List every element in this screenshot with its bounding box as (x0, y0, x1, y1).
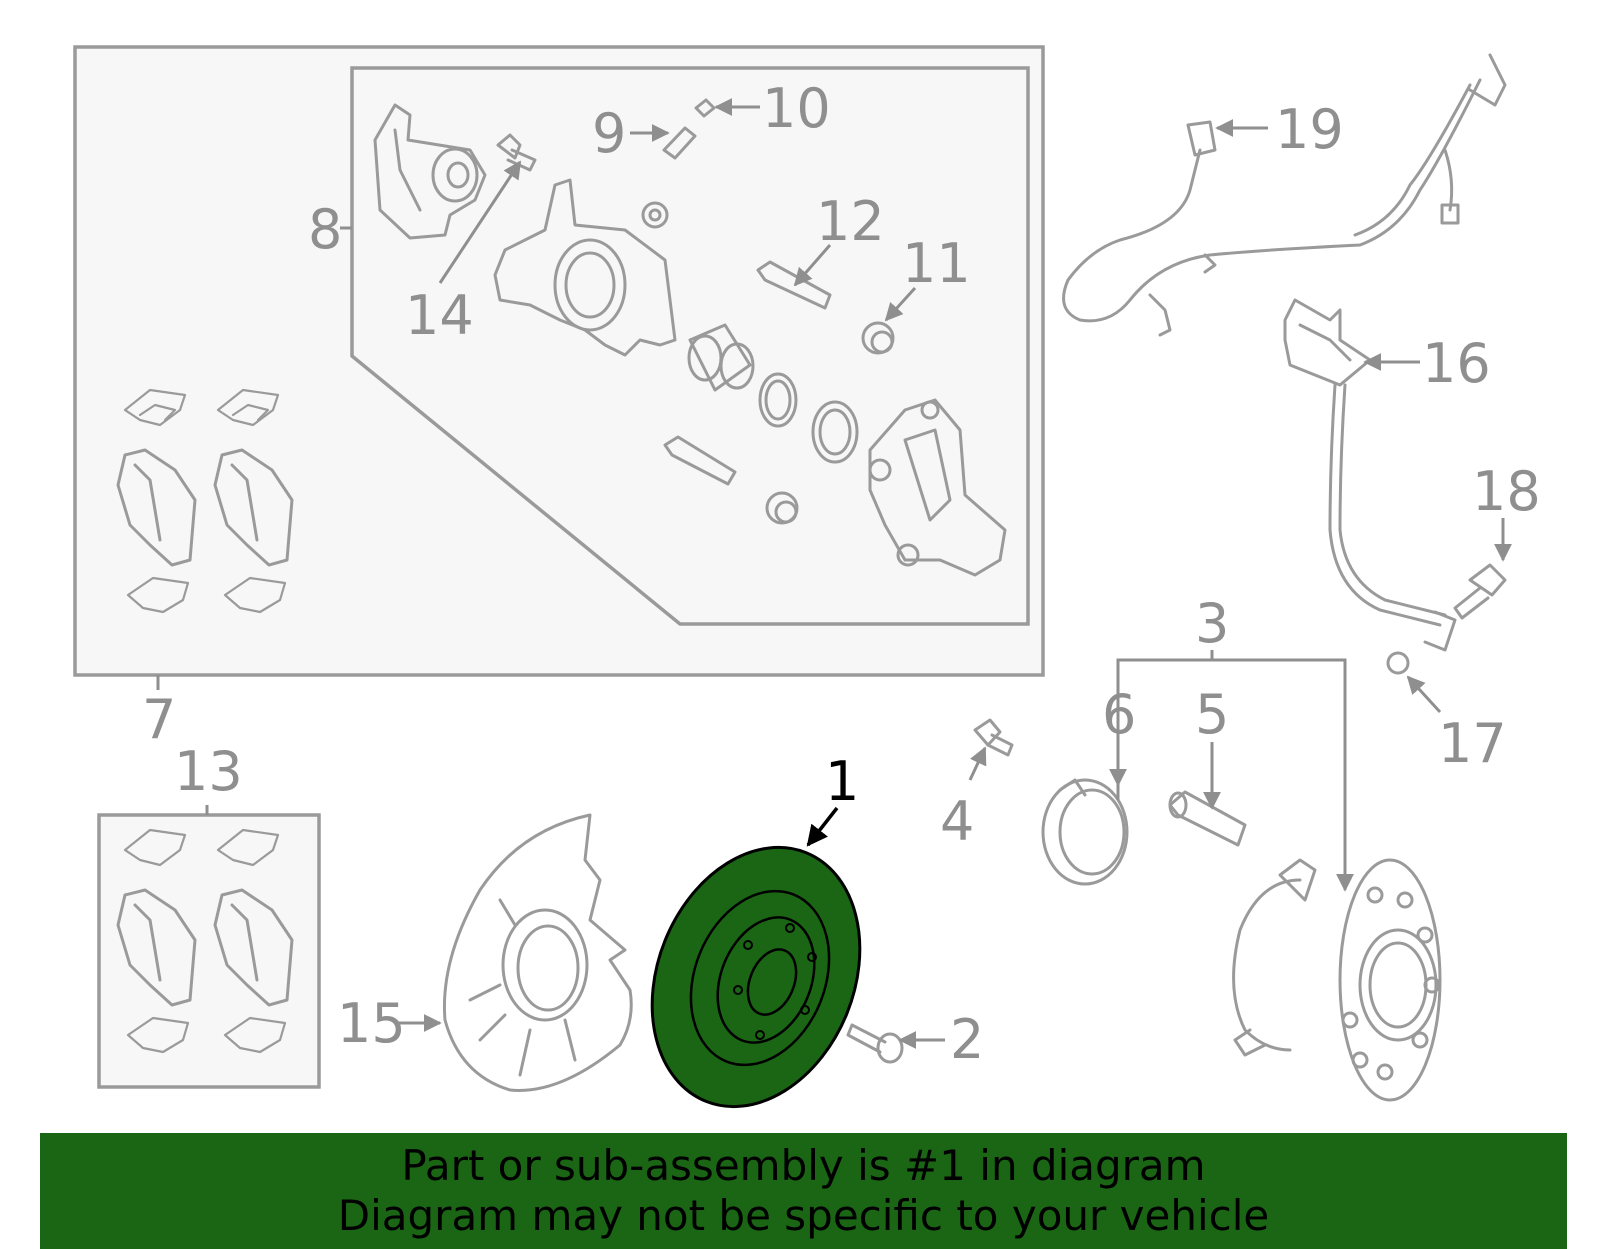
brake-rotor-1 (650, 845, 862, 1109)
leader-lines (156, 98, 1512, 1049)
caliper-bracket (868, 398, 1007, 577)
bleeder-9 (662, 126, 697, 160)
bracket-16 (1283, 298, 1372, 387)
callout-1: 1 (825, 750, 859, 813)
callout-16: 16 (1422, 332, 1491, 395)
callout-6: 6 (1102, 683, 1136, 746)
piston (687, 323, 755, 392)
guide-pin-lower (663, 435, 737, 486)
info-banner: Part or sub-assembly is #1 in diagram Di… (40, 1133, 1567, 1249)
callout-11: 11 (902, 232, 971, 295)
callout-5: 5 (1195, 683, 1229, 746)
callout-14: 14 (405, 284, 474, 347)
boot-11 (861, 321, 895, 355)
wheel-stud-5 (1168, 790, 1247, 847)
caliper-body (493, 178, 677, 357)
pad-clips-7 (123, 388, 287, 614)
piston-boot (811, 400, 859, 464)
boot-lower (765, 491, 799, 525)
banner-line-2: Diagram may not be specific to your vehi… (337, 1191, 1270, 1240)
callout-3: 3 (1195, 592, 1229, 655)
callout-2: 2 (950, 1008, 984, 1071)
callout-12: 12 (816, 190, 885, 253)
callout-19: 19 (1275, 98, 1344, 161)
brake-hose (1328, 383, 1457, 652)
bolt-4 (973, 718, 1014, 757)
washer-17 (1386, 651, 1410, 675)
bolt-18 (1453, 563, 1507, 620)
pad-clips-13 (123, 828, 287, 1054)
callout-8: 8 (308, 198, 342, 261)
guide-pin-12 (756, 260, 832, 310)
seal-ring (758, 372, 798, 428)
callout-10: 10 (762, 77, 831, 140)
callout-9: 9 (592, 102, 626, 165)
callout-4: 4 (940, 790, 974, 853)
abs-ring-6 (1041, 778, 1129, 886)
callout-17: 17 (1438, 712, 1507, 775)
brake-pads-7 (116, 448, 294, 567)
dust-shield-15 (442, 813, 633, 1092)
callout-7: 7 (142, 688, 176, 751)
abs-sensor-harness-19 (1062, 53, 1507, 337)
banner-line-1: Part or sub-assembly is #1 in diagram (401, 1141, 1206, 1190)
caliper-motor (373, 103, 487, 240)
callout-18: 18 (1472, 460, 1541, 523)
brake-pads-13 (116, 888, 294, 1007)
hub-bearing (1232, 858, 1442, 1102)
callout-13: 13 (174, 740, 243, 803)
callout-15: 15 (337, 992, 406, 1055)
cap-10 (694, 98, 716, 118)
screw-2 (846, 1023, 904, 1064)
